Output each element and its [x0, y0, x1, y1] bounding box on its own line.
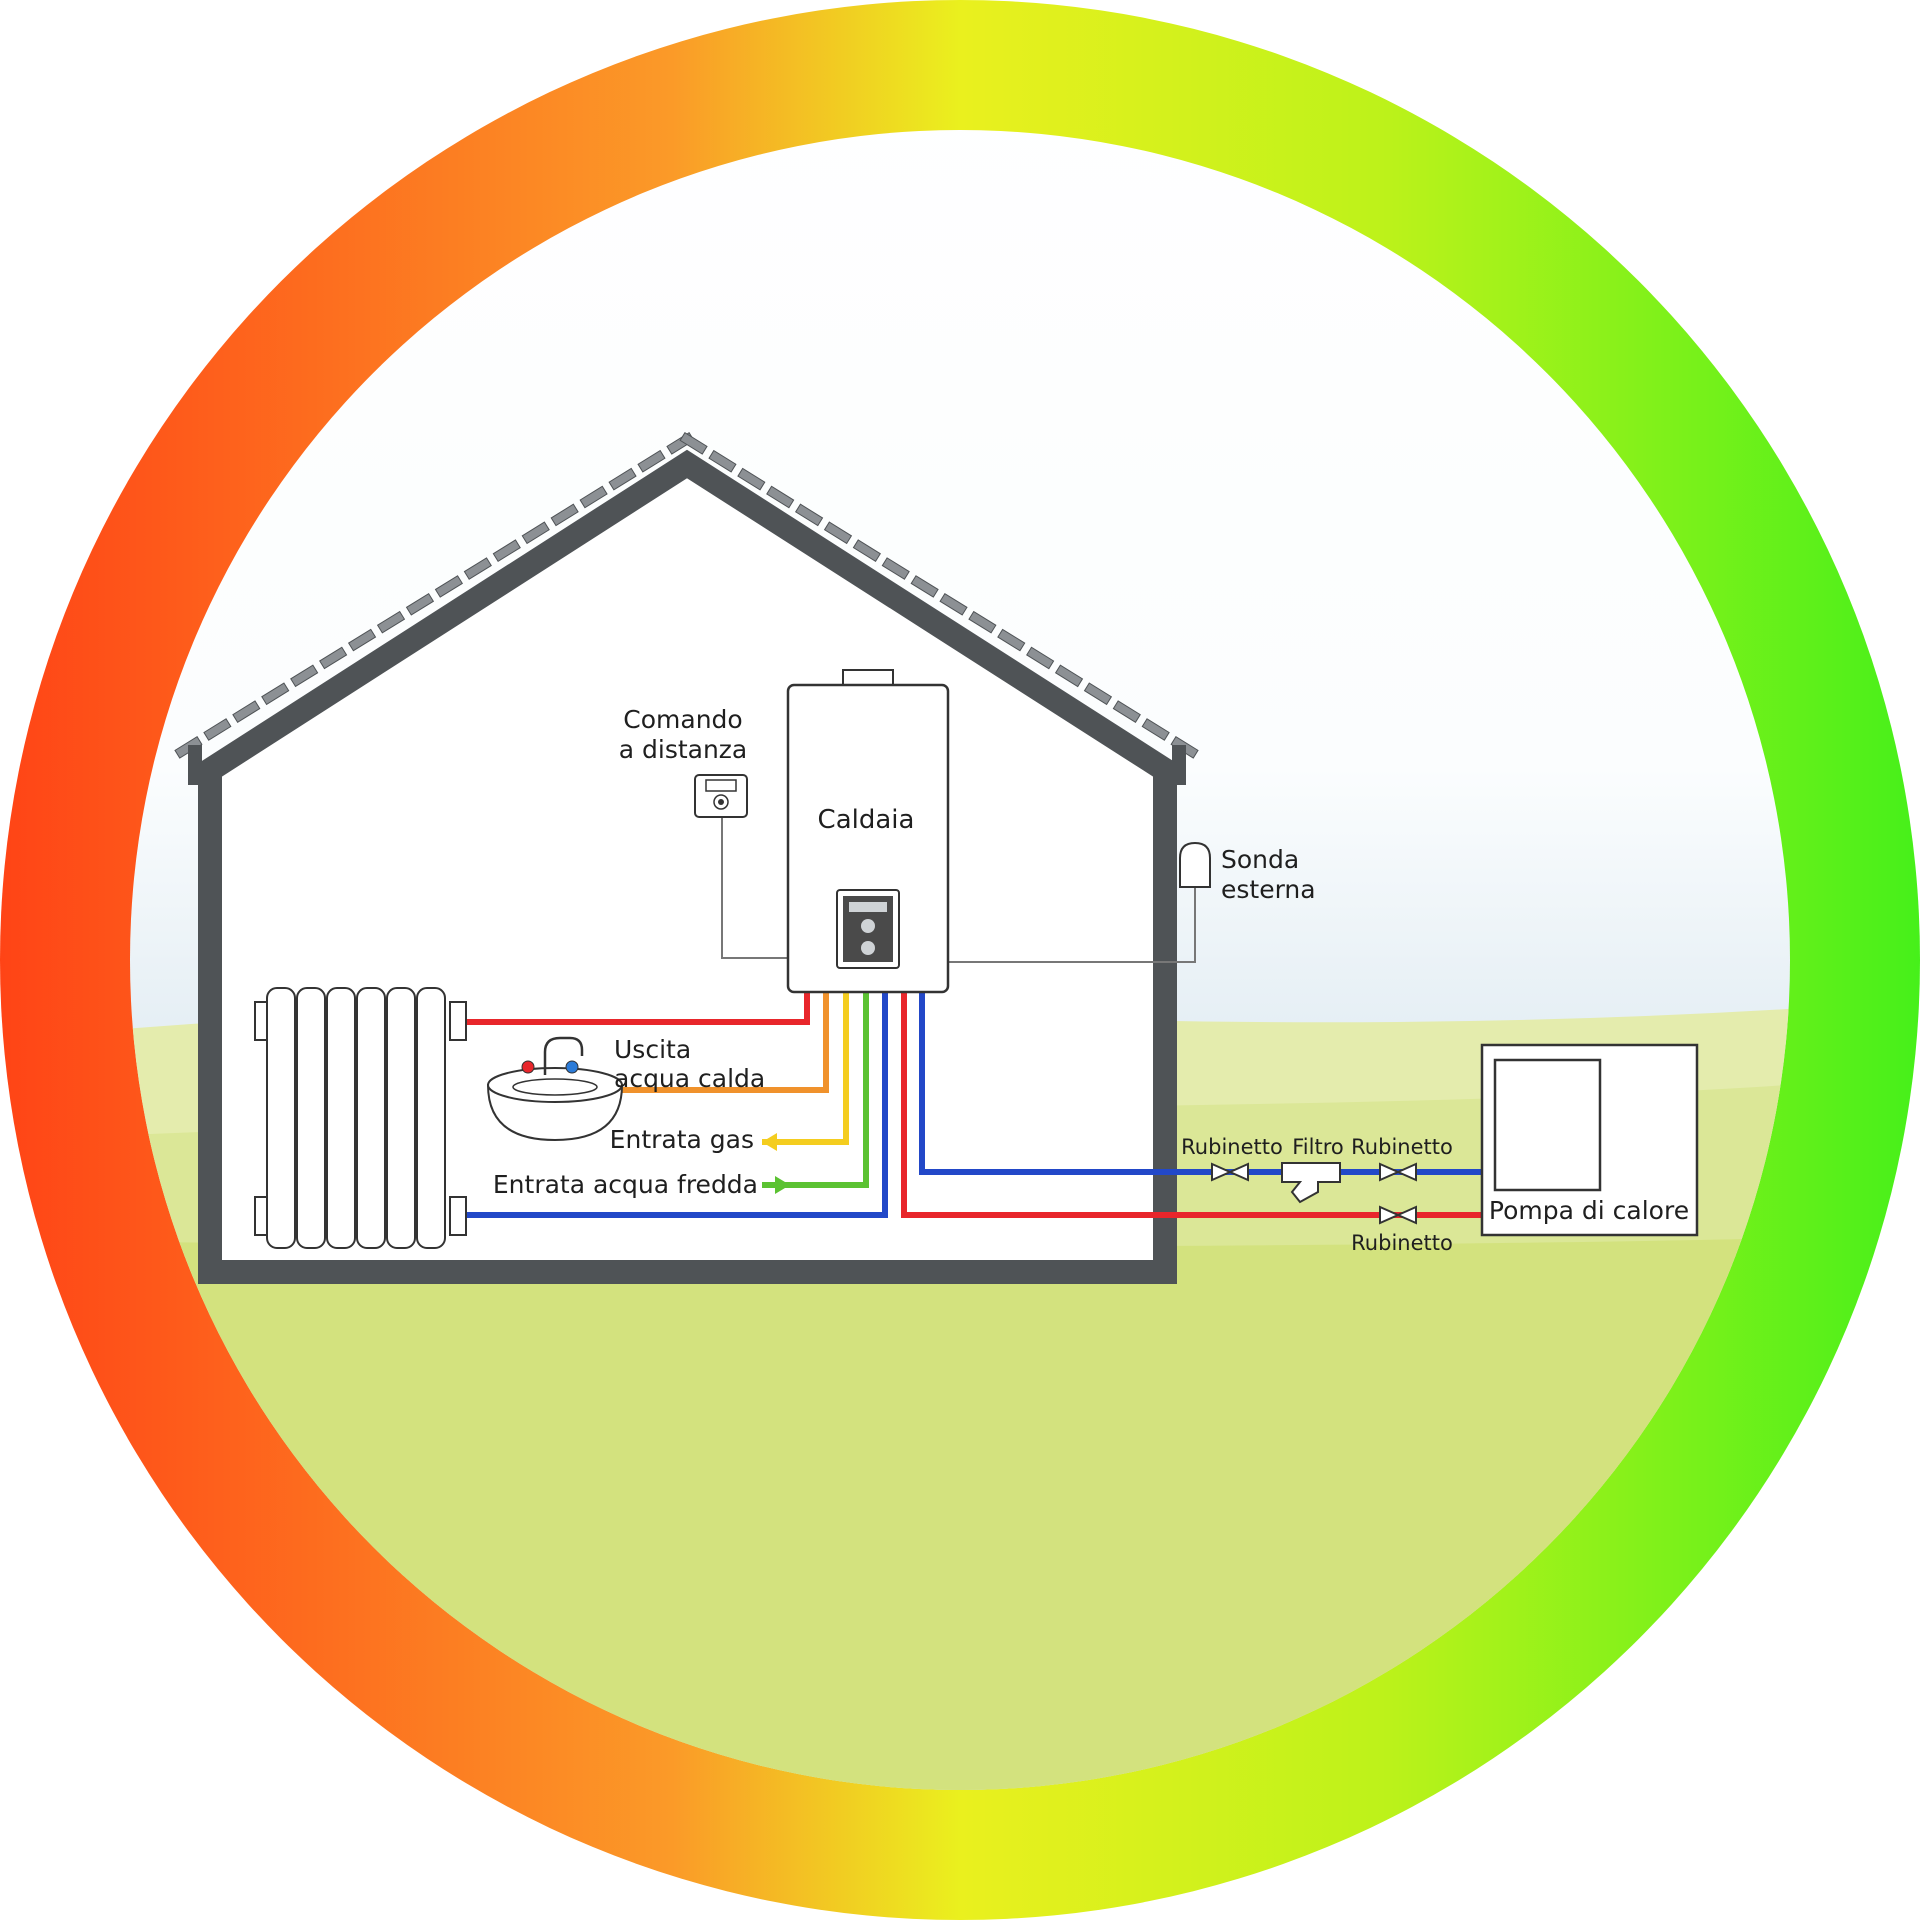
roof-tile [203, 718, 232, 741]
label-valve-left: Rubinetto [1181, 1135, 1283, 1159]
label-outdoor-sensor-line2: esterna [1221, 875, 1316, 904]
roof-tile [910, 575, 939, 598]
roof-tile [766, 485, 795, 509]
roof-tile [997, 628, 1026, 652]
radiator-fin [386, 987, 416, 1249]
roof-tile [463, 557, 492, 580]
radiator-fin [296, 987, 326, 1249]
roof-tile [968, 610, 997, 634]
roof-tile [521, 521, 550, 545]
roof-tile [679, 432, 708, 455]
roof-tile [579, 485, 608, 509]
valve-icon [1379, 1205, 1417, 1225]
remote-control-icon [694, 774, 748, 818]
label-filter: Filtro [1292, 1135, 1343, 1159]
roof-tile [290, 664, 319, 688]
roof-tile [852, 539, 881, 563]
roof-tile [608, 467, 637, 491]
sink-icon [486, 1036, 624, 1142]
roof-tile [434, 575, 464, 598]
valve-icon [1379, 1162, 1417, 1182]
roof-tile [1026, 646, 1055, 670]
pipe-heating-return [462, 992, 888, 1218]
label-valve-bottom: Rubinetto [1351, 1231, 1453, 1255]
pipe-heating-flow [462, 992, 810, 1025]
radiator-fin [266, 987, 296, 1249]
roof-tile [794, 503, 824, 527]
cold-water-inlet-arrow-icon [772, 1176, 790, 1194]
pipe-hot-water-outlet [607, 992, 829, 1093]
label-hot-water-outlet-line1: Uscita [614, 1035, 691, 1064]
heat-pump-icon [1480, 1043, 1699, 1237]
label-boiler: Caldaia [818, 805, 915, 835]
label-outdoor-sensor-line1: Sonda [1221, 845, 1299, 874]
valve-icon [1211, 1162, 1249, 1182]
boiler-icon [786, 669, 950, 994]
label-heat-pump: Pompa di calore [1489, 1196, 1689, 1225]
remote-wire [721, 815, 790, 959]
roof-tile [1054, 664, 1084, 688]
sensor-wire [948, 887, 1196, 963]
radiator-fin [326, 987, 356, 1249]
filter-icon [1281, 1162, 1341, 1204]
roof-tile [492, 539, 521, 563]
label-gas-inlet: Entrata gas [610, 1125, 754, 1154]
roof-tile [261, 682, 290, 706]
radiator-fin [416, 987, 446, 1249]
roof-tile [550, 503, 579, 527]
radiator-icon [254, 987, 467, 1249]
label-remote-control-line2: a distanza [619, 735, 748, 764]
roof-tile [1141, 718, 1170, 741]
label-remote-control-line1: Comando [623, 705, 742, 734]
pipe-heat-pump-flow [901, 992, 1482, 1218]
roof-tile [823, 521, 853, 545]
label-hot-water-outlet-line2: acqua calda [614, 1064, 765, 1093]
roof-tile [319, 646, 348, 670]
house-outline [198, 449, 1177, 1284]
roof-tile [376, 610, 406, 634]
roof-tile [347, 628, 377, 652]
pipe-cold-water-inlet [762, 992, 869, 1188]
roof-tile [232, 700, 261, 723]
roof-tile [405, 592, 435, 616]
label-valve-right: Rubinetto [1351, 1135, 1453, 1159]
label-cold-water-inlet: Entrata acqua fredda [493, 1170, 758, 1199]
radiator-fin [356, 987, 386, 1249]
roof-tile [737, 467, 766, 491]
roof-tile [1112, 700, 1141, 723]
roof-tile [637, 449, 666, 473]
outdoor-sensor-icon [1179, 841, 1211, 888]
roof-tile [1083, 682, 1113, 706]
gas-inlet-arrow-icon [762, 1133, 790, 1151]
house [174, 432, 1199, 1284]
roof-tile [708, 449, 737, 473]
house-body [210, 464, 1165, 1272]
roof-tile [881, 557, 910, 580]
roof-tile [939, 592, 968, 616]
roof-tiles [174, 432, 1199, 759]
